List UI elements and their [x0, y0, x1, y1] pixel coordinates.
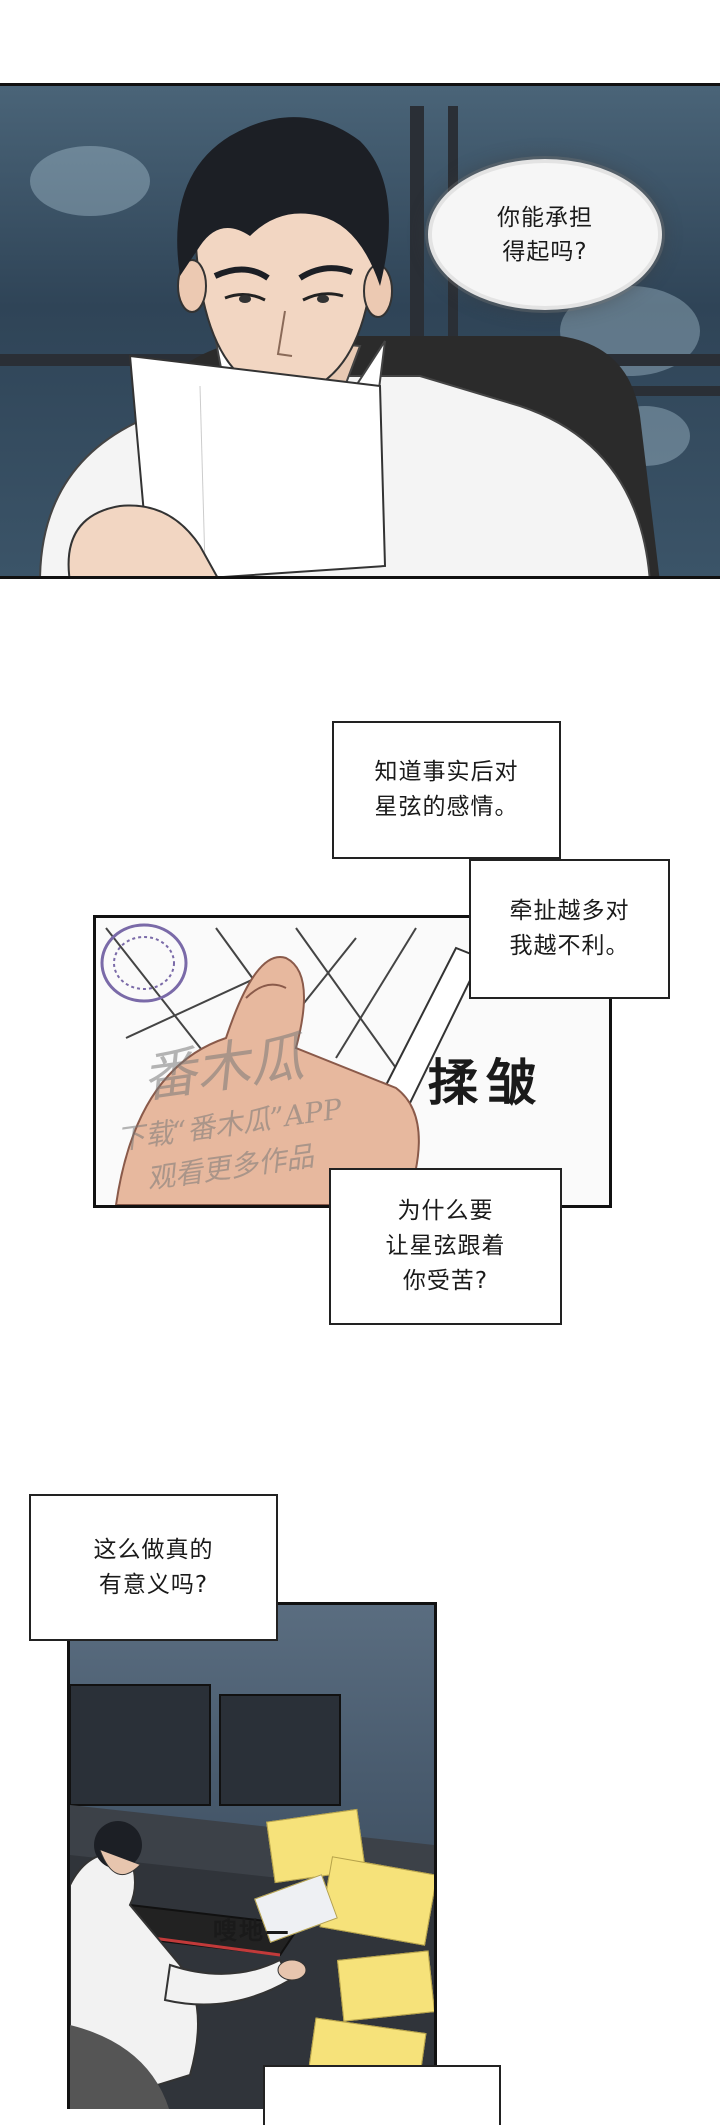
panel-office-desk: 嗖地—: [67, 1602, 437, 2109]
crumpled-paper-illustration: [100, 923, 483, 1205]
panel-man-reading-paper: 你能承担 得起吗?: [0, 83, 720, 579]
caption-box-meaningful: 这么做真的 有意义吗?: [29, 1494, 278, 1641]
speech-bubble-text: 你能承担 得起吗?: [497, 204, 593, 265]
sound-effect-whoosh: 嗖地—: [213, 1917, 291, 1945]
caption-box-feelings: 知道事实后对 星弦的感情。: [332, 721, 561, 859]
caption-text-meaningful: 这么做真的 有意义吗?: [93, 1536, 214, 1598]
yellow-paper: [337, 1950, 434, 2022]
caption-text-suffer: 为什么要 让星弦跟着 你受苦?: [385, 1198, 506, 1294]
caption-box-partial: [263, 2065, 501, 2125]
man-with-paper-illustration: [0, 106, 720, 576]
sound-effect-crumple: 揉皱: [428, 1054, 544, 1112]
caption-box-suffer: 为什么要 让星弦跟着 你受苦?: [329, 1168, 562, 1325]
caption-text-disadvantage: 牵扯越多对 我越不利。: [509, 898, 630, 959]
caption-box-disadvantage: 牵扯越多对 我越不利。: [469, 859, 670, 999]
caption-text-feelings: 知道事实后对 星弦的感情。: [374, 759, 519, 820]
speech-bubble: 你能承担 得起吗?: [432, 163, 658, 306]
